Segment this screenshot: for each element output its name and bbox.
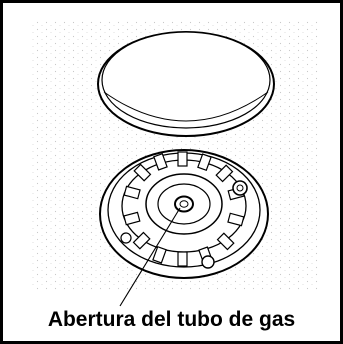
- burner-ports: [123, 151, 245, 267]
- igniter: [120, 180, 248, 269]
- leader-line: [119, 207, 181, 307]
- gas-tube-opening: [174, 195, 194, 213]
- burner-base: [99, 149, 269, 279]
- gas-tube-opening-label: Abertura del tubo de gas: [47, 308, 296, 331]
- burner-cap: [97, 31, 275, 137]
